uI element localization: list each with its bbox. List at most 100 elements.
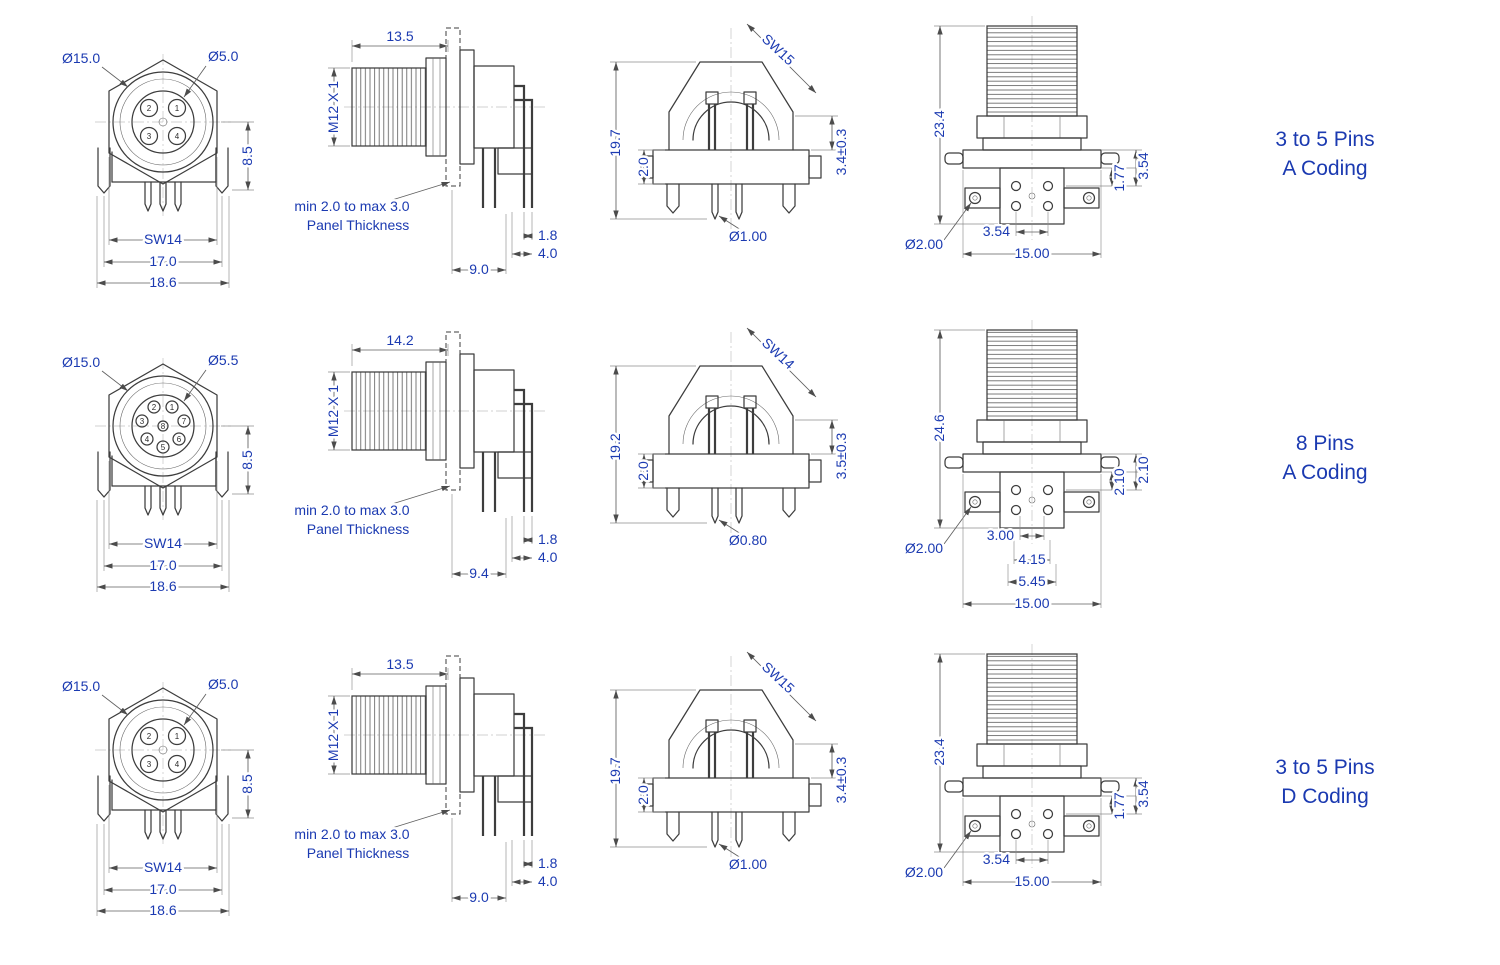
dim-side-pin-depth: 9.0 [469, 889, 489, 905]
dim-side-pin-pitch: 1.8 [538, 227, 558, 243]
dim-rear-height: 23.4 [931, 110, 947, 137]
pin-number: 1 [175, 104, 180, 113]
pin-number: 4 [145, 435, 150, 444]
angled-view [610, 328, 838, 534]
side-view [328, 332, 545, 578]
rear-view [934, 16, 1142, 240]
row-3: Ø15.0 Ø5.0 8.5 SW14 17.0 18.6 1 2 3 4 13… [60, 644, 1375, 921]
dim-front-width-outer: 18.6 [149, 578, 176, 594]
note-panel-thickness-line2: Panel Thickness [307, 845, 409, 861]
pin-number: 1 [170, 403, 175, 412]
dim-angled-hex-flats: SW14 [759, 334, 798, 372]
dim-angled-height: 19.2 [607, 433, 623, 460]
dim-rear-hole-diameter: Ø2.00 [905, 540, 943, 556]
note-panel-thickness-line2: Panel Thickness [307, 217, 409, 233]
pin-number: 4 [175, 132, 180, 141]
pin-number: 4 [175, 760, 180, 769]
dim-angled-pin-length: 3.4±0.3 [833, 756, 849, 803]
dim-side-pin-offset: 4.0 [538, 245, 558, 261]
dim-angled-pin-diameter: Ø0.80 [729, 532, 767, 548]
caption-line-2: D Coding [1281, 785, 1369, 808]
row-1: Ø15.0 Ø5.0 8.5 SW14 17.0 18.6 1 2 3 4 13… [60, 16, 1375, 293]
pin-number: 2 [152, 403, 157, 412]
caption-line-2: A Coding [1282, 157, 1367, 180]
dim-front-hex-flats: SW14 [144, 535, 182, 551]
dim-front-inner-diameter: Ø5.0 [208, 48, 239, 64]
note-panel-thickness-line1: min 2.0 to max 3.0 [294, 198, 409, 214]
caption-line-1: 3 to 5 Pins [1275, 756, 1374, 779]
pin-number: 6 [177, 435, 182, 444]
caption-line-1: 8 Pins [1296, 432, 1354, 455]
dim-side-pin-depth: 9.4 [469, 565, 489, 581]
dim-front-width-inner: 17.0 [149, 881, 176, 897]
pin-number: 8 [161, 422, 166, 431]
dim-rear-hole-diameter: Ø2.00 [905, 236, 943, 252]
dim-angled-height: 19.7 [607, 757, 623, 784]
pin-number: 5 [161, 443, 166, 452]
dim-rear-height: 24.6 [931, 414, 947, 441]
dim-front-width-inner: 17.0 [149, 253, 176, 269]
dim-rear-bottom-1: 3.54 [983, 223, 1010, 239]
dim-front-outer-diameter: Ø15.0 [62, 678, 100, 694]
caption-line-2: A Coding [1282, 461, 1367, 484]
dim-angled-offset: 2.0 [635, 157, 651, 177]
dim-rear-hole-diameter: Ø2.00 [905, 864, 943, 880]
note-panel-thickness-line2: Panel Thickness [307, 521, 409, 537]
dim-rear-right-2: 3.54 [1135, 152, 1151, 179]
angled-view [610, 24, 838, 230]
dim-side-pin-pitch: 1.8 [538, 531, 558, 547]
dim-angled-height: 19.7 [607, 129, 623, 156]
dim-angled-hex-flats: SW15 [759, 658, 798, 696]
dim-side-length: 14.2 [386, 332, 413, 348]
dim-rear-bottom-2: 15.00 [1014, 873, 1049, 889]
pin-number: 7 [182, 417, 187, 426]
dim-rear-bottom-3: 5.45 [1018, 573, 1045, 589]
dim-front-height: 8.5 [239, 146, 255, 166]
dim-front-outer-diameter: Ø15.0 [62, 354, 100, 370]
caption-line-1: 3 to 5 Pins [1275, 128, 1374, 151]
dim-rear-right-1: 1.77 [1111, 164, 1127, 191]
pin-number: 1 [175, 732, 180, 741]
dim-angled-hex-flats: SW15 [759, 30, 798, 68]
dim-angled-pin-length: 3.4±0.3 [833, 128, 849, 175]
dim-front-inner-diameter: Ø5.0 [208, 676, 239, 692]
dim-angled-pin-length: 3.5±0.3 [833, 432, 849, 479]
dim-rear-right-1: 1.77 [1111, 792, 1127, 819]
note-panel-thickness-line1: min 2.0 to max 3.0 [294, 502, 409, 518]
pin-number: 2 [147, 104, 152, 113]
angled-view [610, 652, 838, 858]
dim-angled-offset: 2.0 [635, 785, 651, 805]
dim-angled-offset: 2.0 [635, 461, 651, 481]
pin-number: 2 [147, 732, 152, 741]
dim-front-hex-flats: SW14 [144, 859, 182, 875]
pin-number: 3 [147, 760, 152, 769]
rear-view [934, 644, 1142, 868]
dim-front-width-outer: 18.6 [149, 902, 176, 918]
dim-side-pin-pitch: 1.8 [538, 855, 558, 871]
dim-side-length: 13.5 [386, 656, 413, 672]
side-view [328, 656, 545, 902]
dim-side-thread-callout: M12 X 1 [325, 385, 341, 437]
dim-front-inner-diameter: Ø5.5 [208, 352, 239, 368]
dim-rear-right-2: 3.54 [1135, 780, 1151, 807]
dim-rear-bottom-1: 3.00 [987, 527, 1014, 543]
dim-side-length: 13.5 [386, 28, 413, 44]
dim-angled-pin-diameter: Ø1.00 [729, 856, 767, 872]
dim-front-width-outer: 18.6 [149, 274, 176, 290]
pin-number: 3 [140, 417, 145, 426]
row-2: Ø15.0 Ø5.5 8.5 SW14 17.0 18.6 1 2 3 4 5 … [60, 320, 1368, 614]
dim-front-height: 8.5 [239, 774, 255, 794]
dim-side-pin-offset: 4.0 [538, 873, 558, 889]
dim-front-width-inner: 17.0 [149, 557, 176, 573]
dim-rear-right-2: 2.10 [1135, 456, 1151, 483]
dim-rear-bottom-2: 4.15 [1018, 551, 1045, 567]
note-panel-thickness-line1: min 2.0 to max 3.0 [294, 826, 409, 842]
dim-front-height: 8.5 [239, 450, 255, 470]
dim-side-pin-offset: 4.0 [538, 549, 558, 565]
side-view [328, 28, 545, 274]
dim-rear-height: 23.4 [931, 738, 947, 765]
dim-side-thread-callout: M12 X 1 [325, 81, 341, 133]
dim-rear-right-1: 2.10 [1111, 468, 1127, 495]
dim-side-pin-depth: 9.0 [469, 261, 489, 277]
